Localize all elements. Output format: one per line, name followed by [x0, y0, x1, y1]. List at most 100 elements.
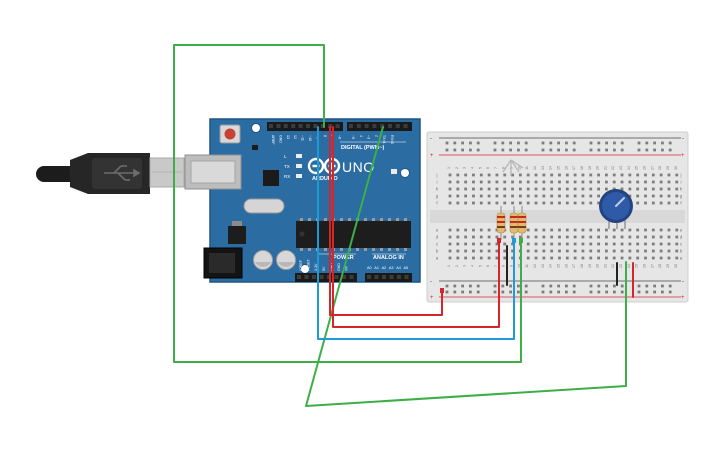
digital-header-left [267, 122, 343, 131]
digital-pin-holes [269, 124, 408, 128]
column-number: 21 [603, 166, 607, 170]
header-pin[interactable] [403, 124, 408, 128]
header-pin[interactable] [291, 124, 296, 128]
row-letter: a [680, 256, 683, 261]
crystal [243, 198, 285, 214]
power-pin-label: GND [329, 263, 333, 271]
brand-label: ARDUINO [312, 176, 338, 182]
column-number: 7 [494, 265, 498, 267]
column-number: 27 [650, 264, 654, 268]
wire-red-resistor[interactable] [332, 126, 500, 328]
header-pin[interactable] [404, 275, 409, 279]
column-number: 24 [627, 166, 631, 170]
column-number: 5 [478, 265, 482, 267]
resistor[interactable] [509, 206, 519, 240]
header-pin[interactable] [306, 124, 310, 128]
wire-end-red [497, 238, 501, 243]
header-pin[interactable] [342, 275, 346, 279]
column-number: 18 [580, 264, 584, 268]
resistor[interactable] [517, 206, 527, 240]
rail-plus-top: + [430, 153, 434, 159]
header-pin[interactable] [283, 124, 288, 128]
header-pin[interactable] [389, 275, 394, 279]
column-number: 17 [572, 166, 576, 170]
column-number: 20 [596, 166, 600, 170]
rail-plus-bottom: + [430, 295, 434, 301]
header-pin[interactable] [356, 124, 361, 128]
row-letter: f [680, 201, 682, 206]
rgb-led[interactable] [502, 159, 524, 176]
wire-end-blue [512, 238, 516, 243]
rail-minus-bottom-right: - [682, 279, 684, 285]
column-number: 16 [564, 264, 568, 268]
header-pin[interactable] [319, 275, 324, 279]
row-letter: c [436, 242, 439, 247]
reset-button-cap[interactable] [224, 128, 236, 140]
potentiometer[interactable] [599, 189, 633, 229]
top-pin-label: 13 [286, 135, 290, 139]
column-number: 22 [611, 264, 615, 268]
wire-green-loop[interactable] [173, 44, 522, 363]
usb-symbol-icon [104, 165, 141, 181]
header-pin[interactable] [334, 275, 339, 279]
column-number: 11 [525, 264, 529, 268]
header-pin[interactable] [349, 275, 354, 279]
breadboard[interactable]: - + - + - + - + 112233445566778899101011… [426, 131, 689, 303]
analog-pin-label: A2 [382, 266, 387, 270]
resistor[interactable] [496, 206, 506, 240]
header-pin[interactable] [276, 124, 281, 128]
analog-label: ANALOG IN [373, 255, 404, 261]
header-pin[interactable] [395, 124, 400, 128]
header-pin[interactable] [335, 124, 340, 128]
rail-minus-top: - [430, 136, 432, 142]
column-number: 29 [666, 166, 670, 170]
column-number: 3 [463, 265, 467, 267]
header-pin[interactable] [328, 124, 333, 128]
row-letter: e [680, 228, 683, 233]
header-pin[interactable] [313, 124, 318, 128]
header-pin[interactable] [349, 124, 353, 128]
usb-cable[interactable] [36, 153, 185, 194]
top-pin-label: TX>1 [382, 135, 386, 144]
top-pin-label: 12 [293, 135, 297, 139]
wire-blue[interactable] [317, 126, 515, 340]
column-number: 8 [502, 265, 506, 267]
top-pin-label: ~5 [351, 135, 355, 139]
row-letter: e [436, 228, 439, 233]
column-number: 18 [580, 166, 584, 170]
header-pin[interactable] [364, 124, 369, 128]
header-pin[interactable] [380, 124, 385, 128]
column-number: 17 [572, 264, 576, 268]
row-letter: f [436, 201, 438, 206]
header-pin[interactable] [397, 275, 401, 279]
header-pin[interactable] [320, 124, 325, 128]
header-pin[interactable] [269, 124, 273, 128]
row-letter: a [436, 256, 439, 261]
wire-red-5v[interactable] [329, 126, 443, 316]
top-pin-label: ~10 [308, 135, 312, 141]
header-pin[interactable] [374, 275, 379, 279]
bottom-pin-holes [297, 275, 409, 279]
rail-minus-top-right: - [682, 136, 684, 142]
column-number: 14 [549, 166, 553, 170]
header-pin[interactable] [304, 275, 309, 279]
row-letter: i [681, 180, 682, 185]
column-number: 2 [455, 167, 459, 169]
header-pin[interactable] [297, 275, 301, 279]
header-pin[interactable] [298, 124, 303, 128]
column-number: 10 [517, 166, 521, 170]
wire-green-analog[interactable] [305, 126, 627, 407]
header-pin[interactable] [372, 124, 377, 128]
header-pin[interactable] [382, 275, 386, 279]
power-pin-label: GND [337, 263, 341, 271]
top-pin-label: ~11 [301, 135, 305, 141]
header-pin[interactable] [312, 275, 316, 279]
column-number: 3 [463, 167, 467, 169]
column-number: 21 [603, 264, 607, 268]
column-number: 25 [635, 264, 639, 268]
power-pin-label: IOREF [299, 259, 303, 271]
header-pin[interactable] [388, 124, 392, 128]
header-pin[interactable] [367, 275, 371, 279]
